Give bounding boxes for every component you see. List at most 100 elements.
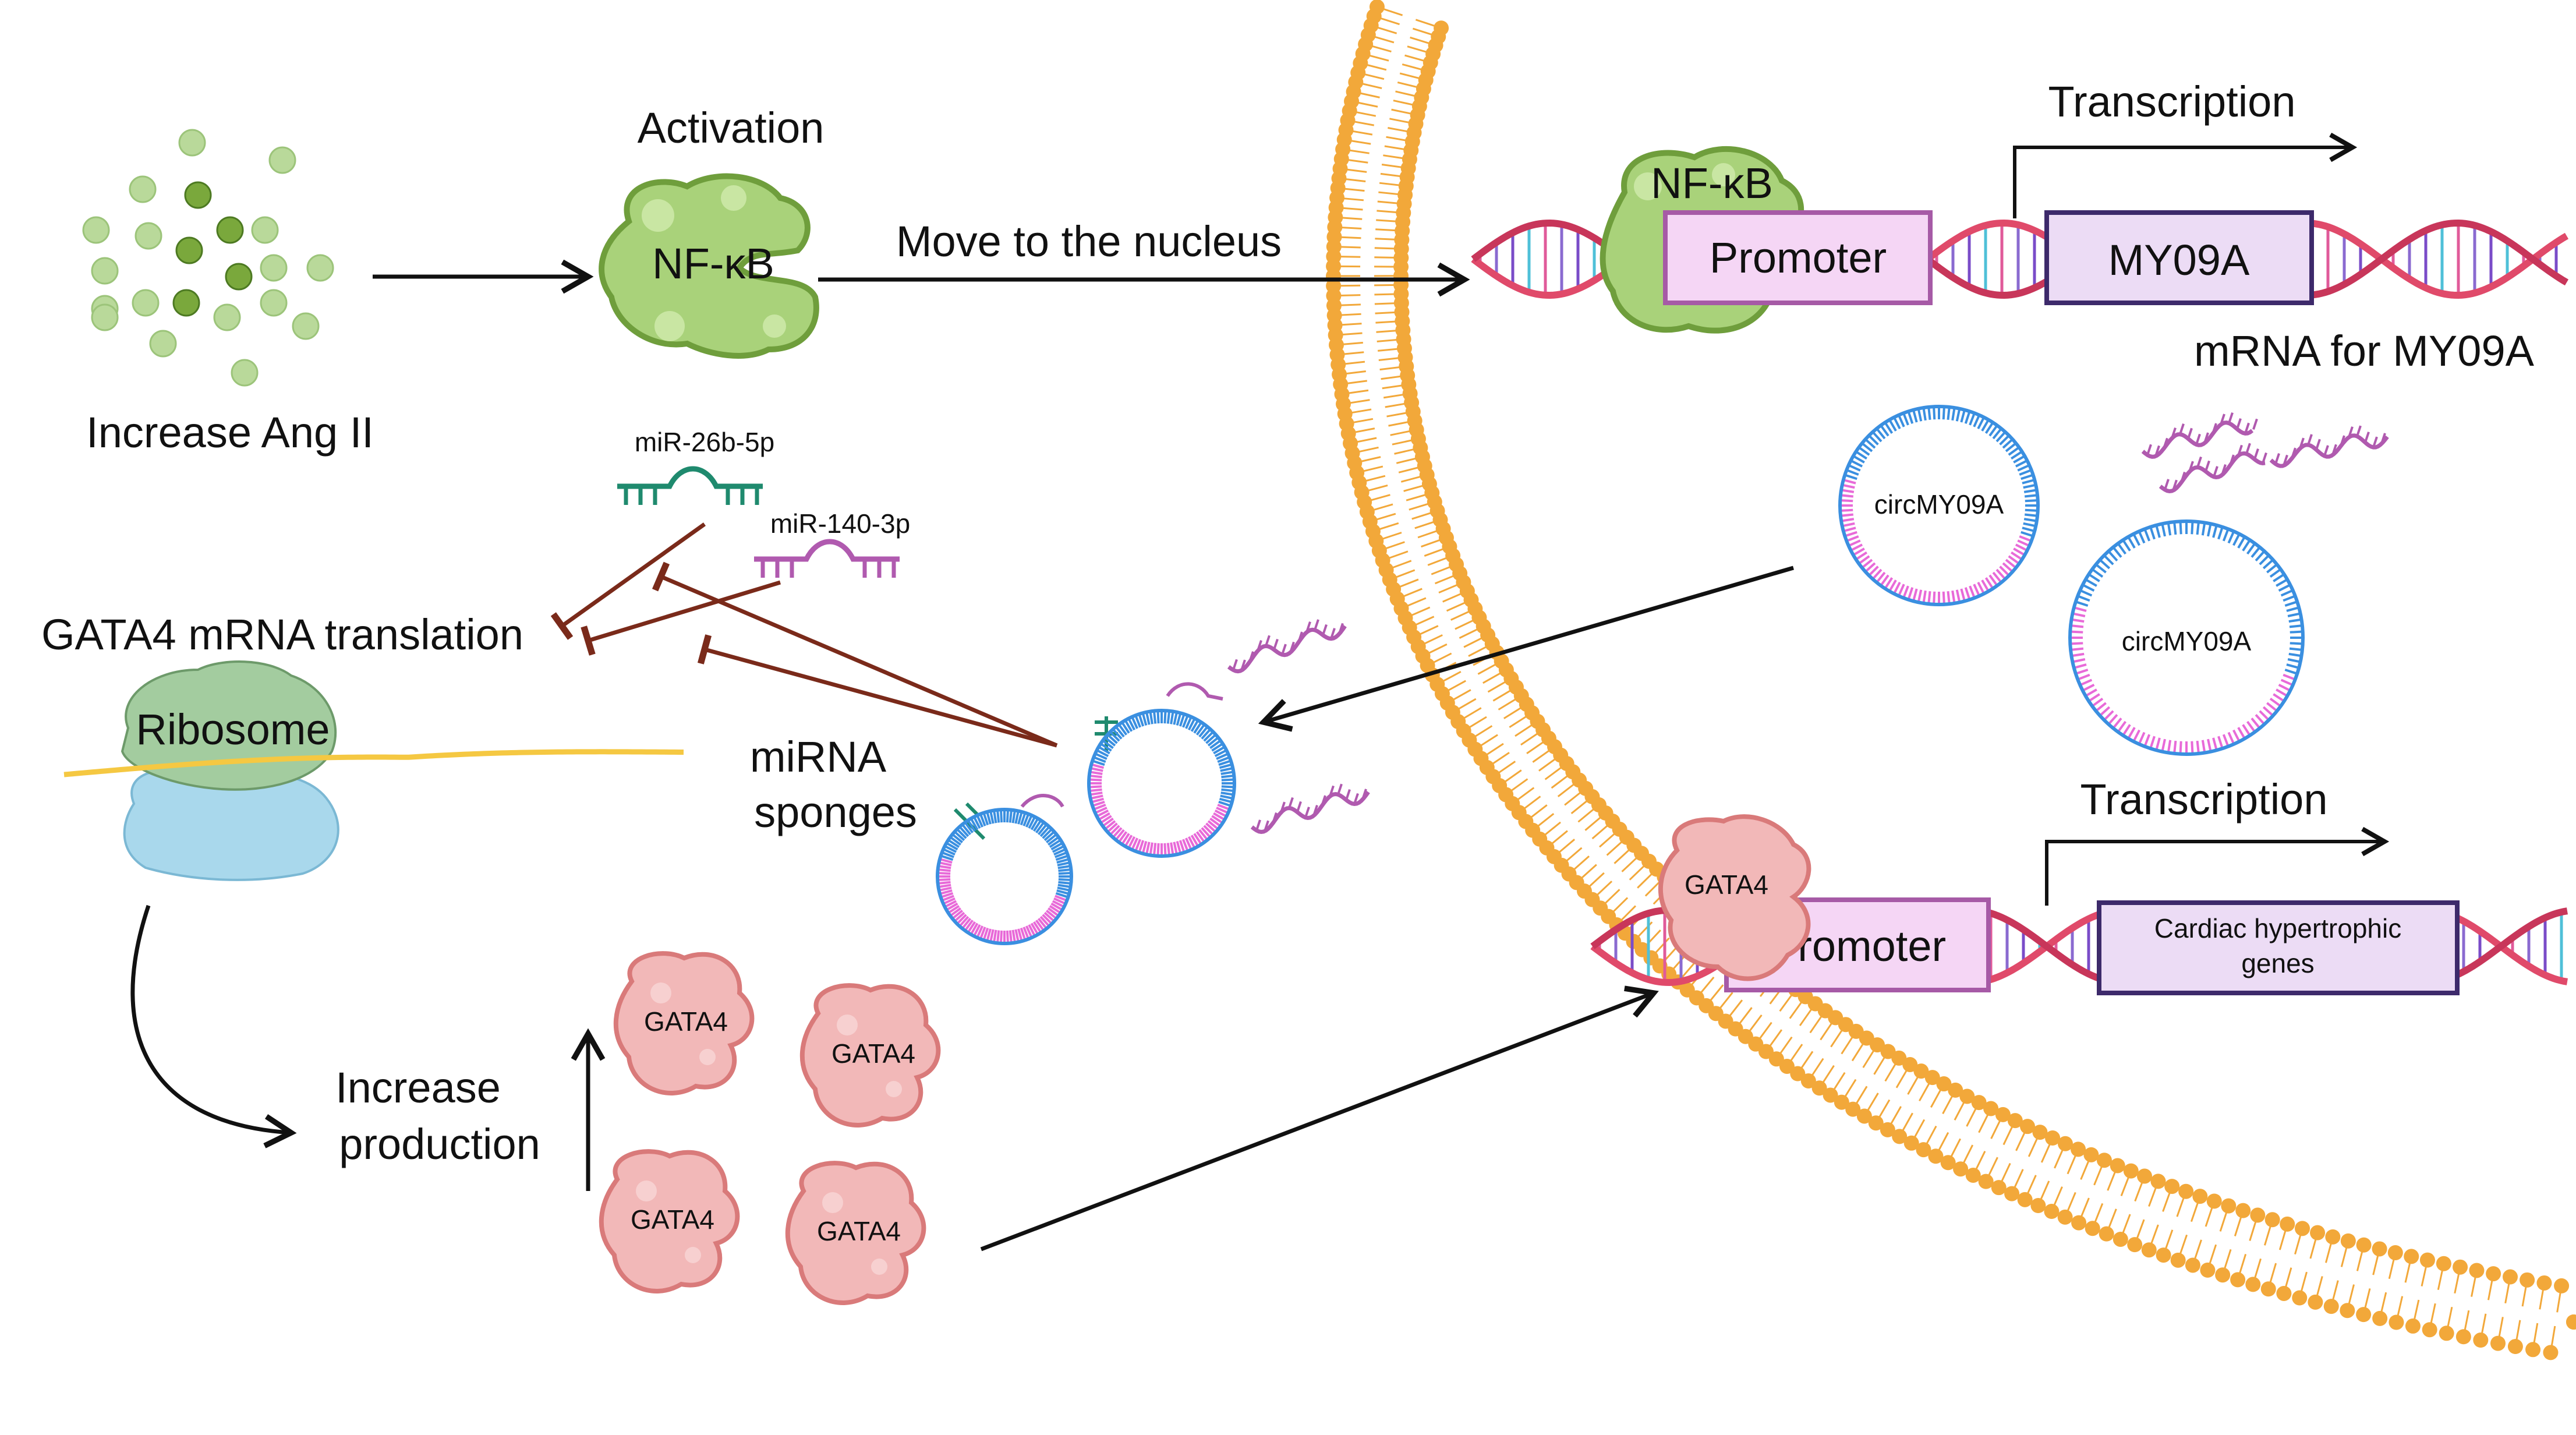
circ-tick [2243,724,2250,735]
lipid-head [2097,1153,2112,1168]
nucleotide-tick [2229,413,2232,423]
circ-tick [1948,407,1949,420]
circ-tick [1091,768,1103,771]
circ-tick [2083,685,2094,691]
circ-tick [2243,540,2250,550]
lipid-head [2372,1311,2387,1326]
lipid-head [2058,1210,2073,1225]
nucleotide-tick [2196,434,2200,444]
lipid-head [2292,1291,2307,1306]
circ-tick [1952,591,1954,603]
circ-tick [2145,734,2149,747]
circ-tick [2198,522,2199,535]
circ-tick [2133,534,2139,546]
lipid-head [2566,1314,2576,1330]
lipid-head [2200,1263,2215,1278]
circ-tick [2174,741,2175,754]
circ-tick [2287,607,2299,611]
circ-tick [2076,602,2088,606]
circ-tick [1058,885,1071,887]
circ-tick [1089,779,1102,780]
circ-tick [2288,659,2301,662]
circ-tick [2024,490,2037,492]
circ-tick [2224,734,2228,747]
nucleotide-tick [1289,797,1293,808]
circ-tick [2019,536,2032,541]
circ-tick [1842,524,1855,526]
gata4-highlight [886,1081,902,1097]
lipid-head [2142,1242,2157,1257]
circ-tick [1957,590,1960,603]
circ-tick [1961,589,1965,601]
lipid-head [2113,1232,2128,1247]
nucleotide-tick [2237,419,2241,429]
gata4-label-b: GATA4 [831,1038,915,1069]
lipid-head [2520,1273,2535,1288]
circ-tick [1171,843,1173,856]
lipid-head [2543,1345,2558,1360]
circ-tick [1966,411,1970,423]
circ-tick [1091,796,1103,798]
lipid-head [2030,1198,2046,1213]
circ-tick [2080,591,2092,596]
circ-tick [2285,670,2297,674]
circ-tick [2248,543,2255,554]
gata4-highlight [871,1259,887,1275]
circ-tick [1013,810,1015,823]
circ-tick [1846,470,1859,475]
nucleotide-tick [2180,424,2184,434]
gata4-highlight [685,1247,701,1263]
circ-tick [1929,591,1930,604]
mir140-label: miR-140-3p [770,508,910,539]
circ-tick [2288,613,2301,616]
lipid-head [2389,1314,2404,1330]
circ-tick [2256,551,2264,560]
circ-tick [2025,514,2037,515]
nucleotide-tick [2308,434,2312,445]
circ-tick [1007,931,1008,943]
ang-ii-particle [217,217,243,243]
nucleotide-tick [2198,457,2201,467]
circ-tick [2025,500,2038,501]
circ-tick [2018,465,2029,471]
angiotensin-ii-particles [83,130,333,386]
circ-tick [2128,727,2135,738]
lipid-head [2150,1174,2165,1189]
transcription-arrow-top [2015,147,2352,218]
circ-tick [1841,514,1853,515]
circ-tick [1010,810,1011,823]
circ-tick [2133,730,2139,742]
lipid-head [2124,1164,2139,1179]
circ-tick [2267,703,2277,711]
lipid-head [2324,1299,2339,1314]
circ-tick [1001,810,1002,822]
gata4-label-a: GATA4 [644,1006,728,1037]
mirna-sponge-circles [937,711,1234,943]
circ-tick [2252,718,2260,728]
circ-tick [1013,930,1015,943]
circ-tick [2150,736,2154,748]
lipid-head [2071,1141,2086,1157]
ang-ii-particle [261,255,286,281]
circ-tick [1168,711,1169,724]
ang-ii-particle [179,130,205,155]
ang-ii-particle [293,313,319,339]
transcription-label-top: Transcription [2048,77,2296,126]
circ-tick [2290,643,2303,644]
circ-tick [1220,796,1233,798]
ang-ii-particle [174,290,199,316]
circ-tick [2071,625,2083,627]
circ-tick [2218,527,2223,539]
bound-mir140 [1022,796,1063,807]
circ-tick [2285,602,2297,606]
circ-tick [2156,525,2160,538]
gata4-label-c: GATA4 [631,1204,714,1235]
mir26-label: miR-26b-5p [635,427,774,457]
circ-tick [1150,843,1152,856]
circ-tick [2260,711,2269,720]
circ-tick [2238,537,2245,548]
mirna-molecules [617,469,1223,839]
circ-tick [2290,649,2302,650]
circ-tick [2100,560,2109,568]
circ-tick [994,810,996,823]
